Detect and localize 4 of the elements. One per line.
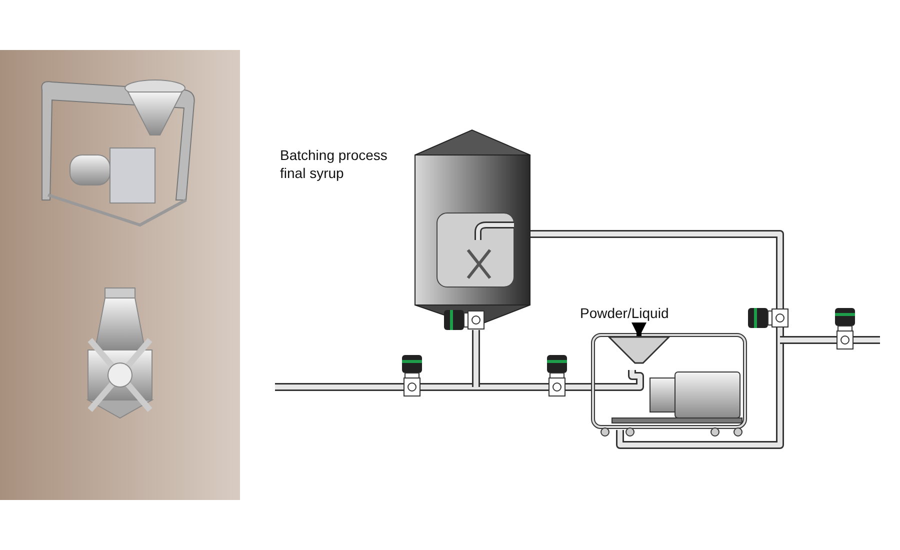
hopper-drawing	[608, 336, 670, 364]
arrow	[632, 322, 646, 338]
input-label: Powder/Liquid	[580, 304, 669, 322]
tank-label: Batching process final syrup	[280, 146, 388, 182]
